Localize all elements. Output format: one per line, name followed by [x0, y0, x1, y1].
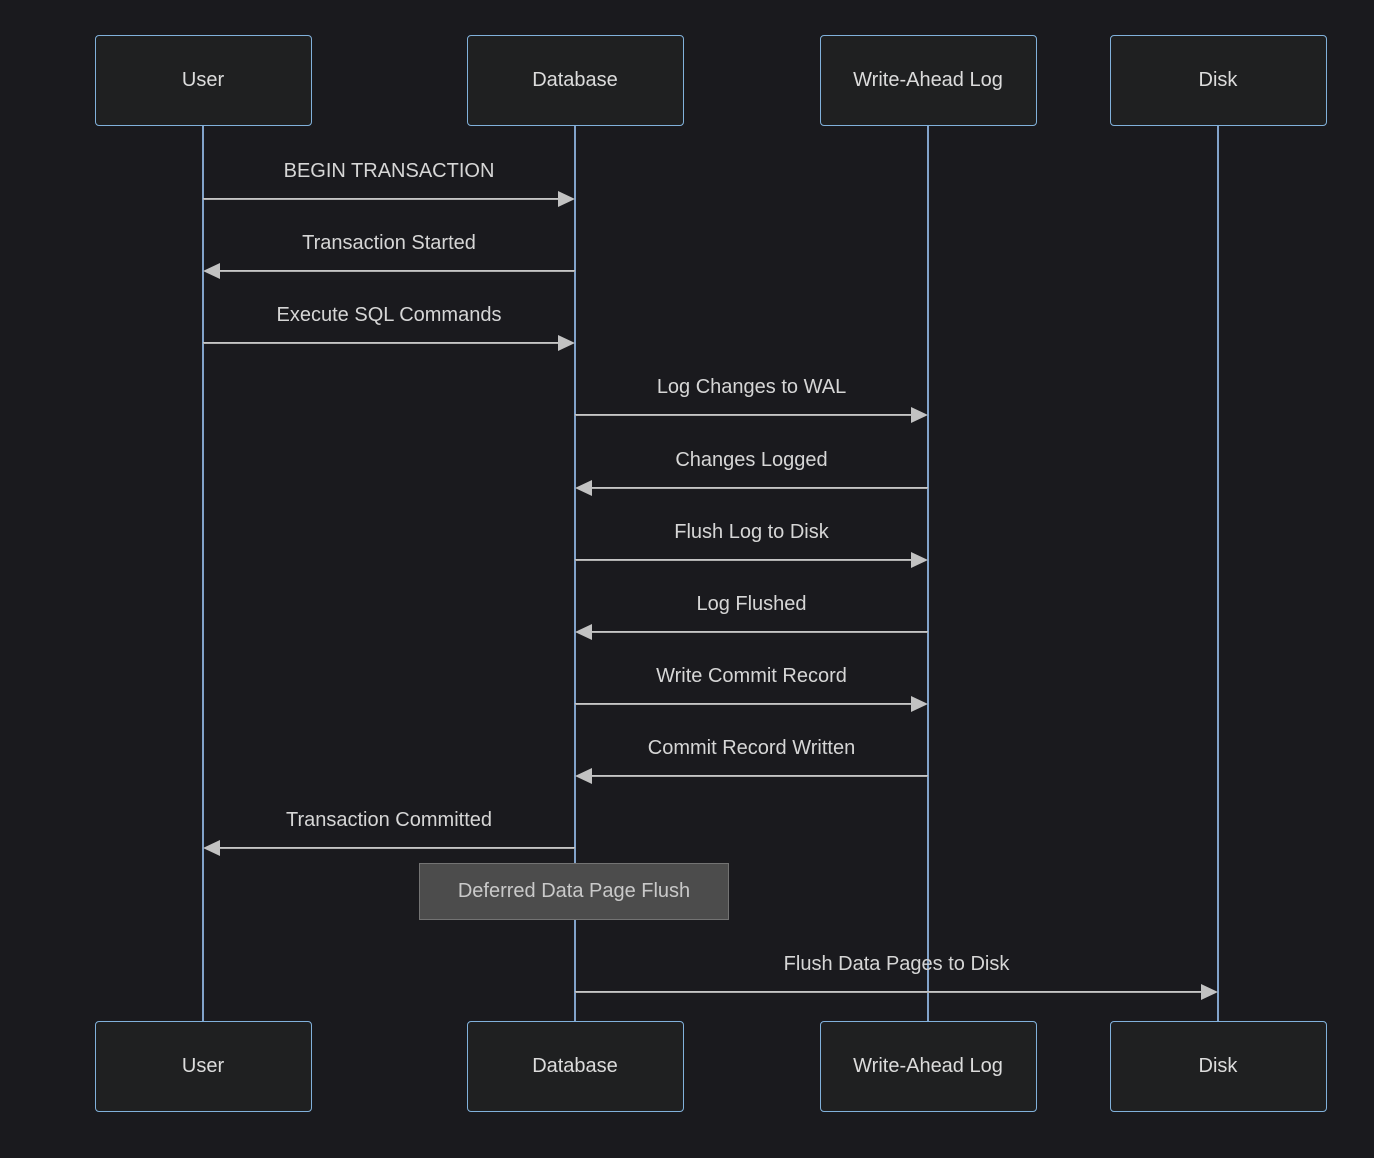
arrowhead-icon	[575, 624, 592, 640]
actor-label: User	[181, 69, 225, 91]
actor-label: Write-Ahead Log	[853, 69, 1003, 91]
message-label: Log Flushed	[696, 593, 807, 615]
actor-label: User	[181, 1055, 225, 1077]
actor-label: Database	[532, 69, 618, 91]
actor-label: Disk	[1198, 69, 1238, 91]
arrowhead-icon	[1201, 984, 1218, 1000]
lifeline-user	[202, 126, 204, 1021]
message-label: Transaction Started	[302, 232, 476, 254]
message-line	[590, 487, 928, 489]
message-line	[203, 342, 560, 344]
message-line	[575, 991, 1203, 993]
actor-database-top: Database	[466, 35, 684, 126]
message-line	[218, 270, 575, 272]
message-label: Changes Logged	[675, 449, 828, 471]
arrowhead-icon	[558, 335, 575, 351]
message-line	[590, 631, 928, 633]
arrowhead-icon	[575, 768, 592, 784]
actor-label: Database	[532, 1055, 618, 1077]
message-line	[590, 775, 928, 777]
arrowhead-icon	[911, 696, 928, 712]
note-label: Deferred Data Page Flush	[457, 880, 691, 902]
message-line	[575, 703, 913, 705]
lifeline-wal	[927, 126, 929, 1021]
lifeline-database	[574, 126, 576, 1021]
arrowhead-icon	[911, 552, 928, 568]
message-line	[575, 414, 913, 416]
actor-wal-top: Write-Ahead Log	[819, 35, 1037, 126]
arrowhead-icon	[203, 840, 220, 856]
message-label: Execute SQL Commands	[276, 304, 502, 326]
note-deferred-data-page-flush: Deferred Data Page Flush	[419, 863, 729, 920]
message-label: Write Commit Record	[656, 665, 847, 687]
actor-user-bottom: User	[94, 1021, 312, 1112]
actor-disk-top: Disk	[1109, 35, 1327, 126]
actor-wal-bottom: Write-Ahead Log	[819, 1021, 1037, 1112]
message-line	[218, 847, 575, 849]
lifeline-disk	[1217, 126, 1219, 1021]
actor-database-bottom: Database	[466, 1021, 684, 1112]
message-label: Transaction Committed	[286, 809, 492, 831]
arrowhead-icon	[558, 191, 575, 207]
actor-label: Write-Ahead Log	[853, 1055, 1003, 1077]
message-label: Log Changes to WAL	[656, 376, 847, 398]
message-line	[203, 198, 560, 200]
message-label: Commit Record Written	[647, 737, 856, 759]
message-line	[575, 559, 913, 561]
arrowhead-icon	[911, 407, 928, 423]
message-label: Flush Log to Disk	[674, 521, 829, 543]
arrowhead-icon	[203, 263, 220, 279]
message-label: BEGIN TRANSACTION	[283, 160, 495, 182]
arrowhead-icon	[575, 480, 592, 496]
actor-user-top: User	[94, 35, 312, 126]
message-label: Flush Data Pages to Disk	[783, 953, 1010, 975]
actor-label: Disk	[1198, 1055, 1238, 1077]
actor-disk-bottom: Disk	[1109, 1021, 1327, 1112]
